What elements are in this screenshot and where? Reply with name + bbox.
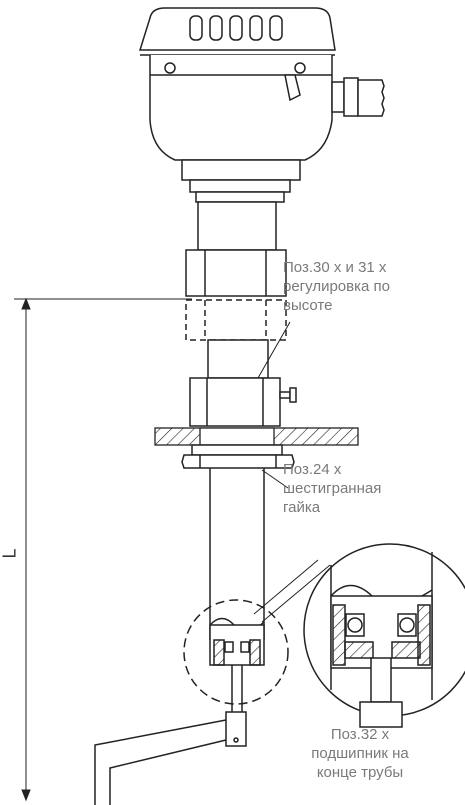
flange-plate xyxy=(154,427,359,446)
leader-pos24 xyxy=(261,469,289,489)
hex-nut-24 xyxy=(181,444,295,469)
dimension-L xyxy=(14,297,192,802)
housing-head xyxy=(138,7,336,203)
callout-line: Поз.24 х xyxy=(283,461,342,478)
extension-tube xyxy=(185,201,297,427)
callout-line: Поз.30 х и 31 х xyxy=(283,259,387,276)
callout-height-adjustment: Поз.30 х и 31 х регулировка по высоте xyxy=(283,258,463,315)
callout-line: подшипник на xyxy=(311,745,409,762)
lid-vents xyxy=(189,15,283,41)
callout-line: конце трубы xyxy=(316,764,404,781)
detail-leader-lines xyxy=(253,559,331,623)
detail-circle-small xyxy=(183,599,289,705)
callout-tube-end-bearing: Поз.32 х подшипник на конце трубы xyxy=(265,725,455,782)
callout-hex-nut: Поз.24 х шестигранная гайка xyxy=(283,460,463,517)
callout-line: регулировка по xyxy=(283,278,390,295)
callout-line: высоте xyxy=(283,297,333,314)
callout-line: гайка xyxy=(283,499,321,516)
cable-gland xyxy=(331,77,385,117)
paddle xyxy=(94,719,227,805)
callout-line: Поз.32 х xyxy=(330,726,390,743)
dimension-label-L: L xyxy=(0,548,20,559)
detail-circle-large xyxy=(303,543,465,728)
probe-tube xyxy=(209,468,265,747)
callout-line: шестигранная xyxy=(283,480,382,497)
leader-pos30 xyxy=(257,321,291,379)
